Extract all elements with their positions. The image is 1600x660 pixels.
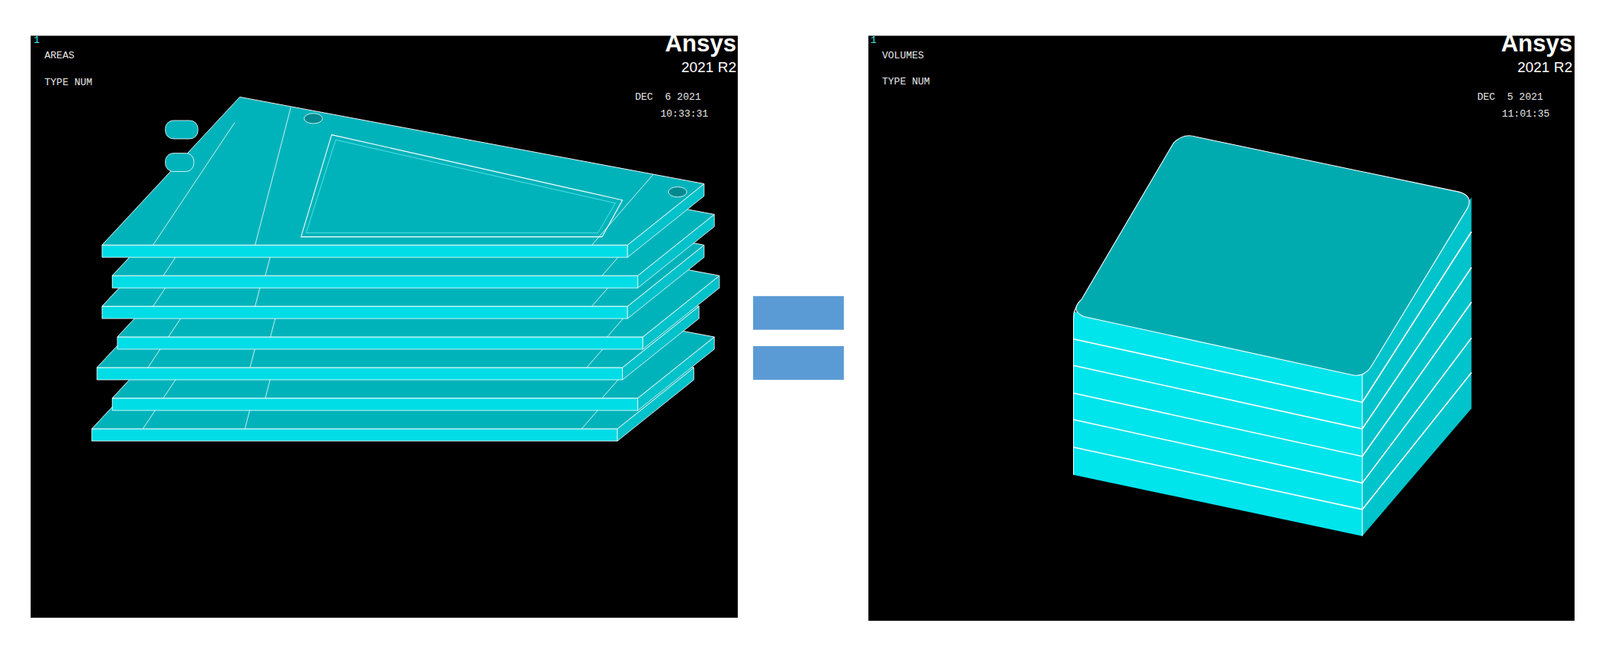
- window-number: 1: [870, 35, 877, 47]
- time-text: 11:01:35: [1501, 108, 1550, 120]
- date-text: DEC 5 2021: [1477, 92, 1544, 103]
- screen-panel: [30, 36, 738, 618]
- window-number: 1: [33, 35, 40, 47]
- plot-mode: TYPE NUM: [882, 76, 930, 88]
- plot-mode: TYPE NUM: [44, 77, 93, 89]
- time-text: 10:33:31: [660, 108, 708, 120]
- stacked-plates-volumes: [1073, 135, 1472, 537]
- stacked-plates-areas: [92, 96, 720, 441]
- date-text: DEC 6 2021: [635, 92, 702, 103]
- version-text: 2021 R2: [1517, 59, 1573, 76]
- equals-bar: [753, 345, 844, 380]
- plot-type: AREAS: [44, 50, 75, 62]
- screen-panel: [868, 36, 1575, 621]
- brand-logo: Ansys: [665, 30, 737, 57]
- version-text: 2021 R2: [681, 59, 737, 76]
- equals-bar: [753, 296, 844, 330]
- brand-logo: Ansys: [1501, 30, 1573, 57]
- plot-type: VOLUMES: [882, 50, 925, 62]
